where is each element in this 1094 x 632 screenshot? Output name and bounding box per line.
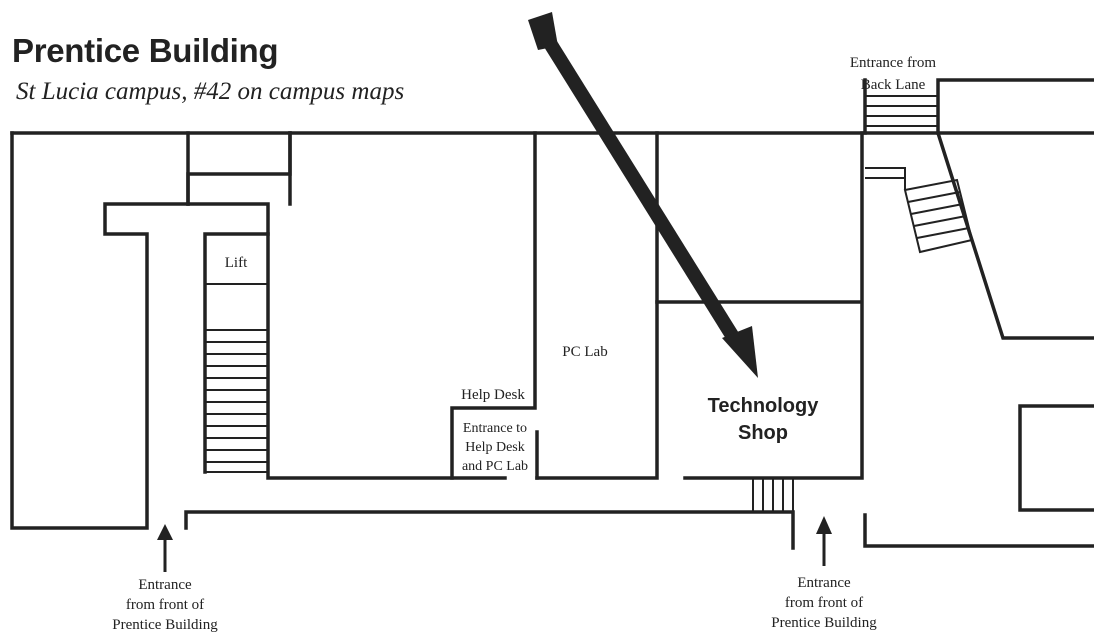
right-lower-block (1018, 404, 1094, 512)
right-diagonal-wall (935, 130, 1094, 340)
front-entrance-right-2: from front of (785, 595, 863, 611)
pc-lab-outline (535, 131, 659, 480)
front-entrance-right-1: Entrance (797, 575, 851, 591)
front-entrance-left-3: Prentice Building (112, 617, 218, 632)
arrow-up-icon (816, 516, 832, 566)
right-lower-block-corridor (863, 513, 1094, 548)
stairs-left (205, 329, 268, 473)
arrow-up-icon (157, 524, 173, 572)
shop-label-2: Shop (738, 422, 788, 444)
bottom-corridor-wall (184, 510, 795, 550)
back-entrance-label-2: Back Lane (861, 77, 926, 93)
left-wing-outline (10, 131, 190, 530)
shop-label-1: Technology (708, 395, 820, 417)
help-desk-label: Help Desk (461, 387, 525, 403)
pc-lab-label: PC Lab (562, 344, 607, 360)
stairs-back-lane (865, 95, 938, 127)
shop-outline (683, 131, 864, 480)
map-title: Prentice Building (12, 32, 279, 69)
help-entrance-label-2: Help Desk (465, 440, 525, 455)
front-entrance-right-3: Prentice Building (771, 615, 877, 631)
large-arrow-icon (528, 12, 758, 378)
map-subtitle: St Lucia campus, #42 on campus maps (16, 78, 405, 105)
stairs-right (865, 167, 974, 254)
front-entrance-left-2: from front of (126, 597, 204, 613)
lift-box (205, 233, 268, 285)
help-entrance-label-1: Entrance to (463, 421, 527, 436)
lift-core-left-wall (186, 202, 270, 474)
front-entrance-left-1: Entrance (138, 577, 192, 593)
lift-label: Lift (225, 255, 248, 271)
help-desk-wall (450, 131, 537, 480)
lift-core-outline (186, 131, 292, 206)
help-entrance-label-3: and PC Lab (462, 459, 528, 474)
shop-stairs (752, 478, 794, 512)
back-entrance-label-1: Entrance from (850, 55, 937, 71)
lift-core-right-wall (266, 232, 507, 480)
